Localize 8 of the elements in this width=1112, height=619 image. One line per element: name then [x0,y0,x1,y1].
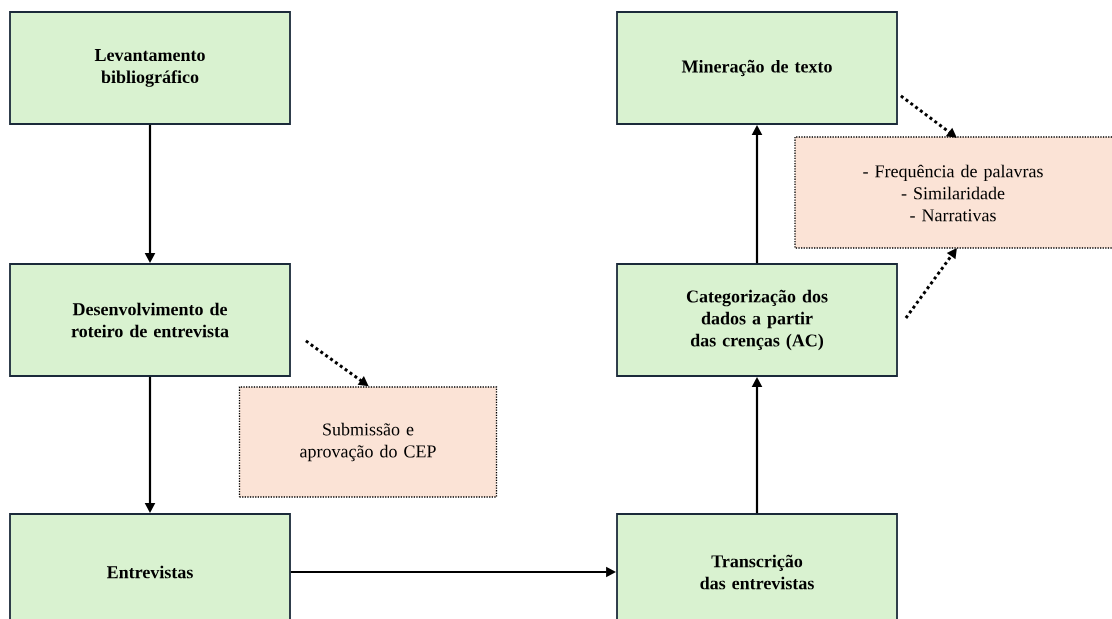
note-box: Submissão e aprovação do CEP [238,386,498,498]
process-box: Levantamento bibliográfico [9,11,291,125]
process-box: Transcrição das entrevistas [616,513,898,619]
process-box: Entrevistas [9,513,291,619]
process-box: Desenvolvimento de roteiro de entrevista [9,263,291,377]
note-box: - Frequência de palavras - Similaridade - Narrativas [794,136,1112,249]
process-box: Mineração de texto [616,11,898,125]
process-box: Categorização dos dados a partir das crenças (AC) [616,263,898,377]
